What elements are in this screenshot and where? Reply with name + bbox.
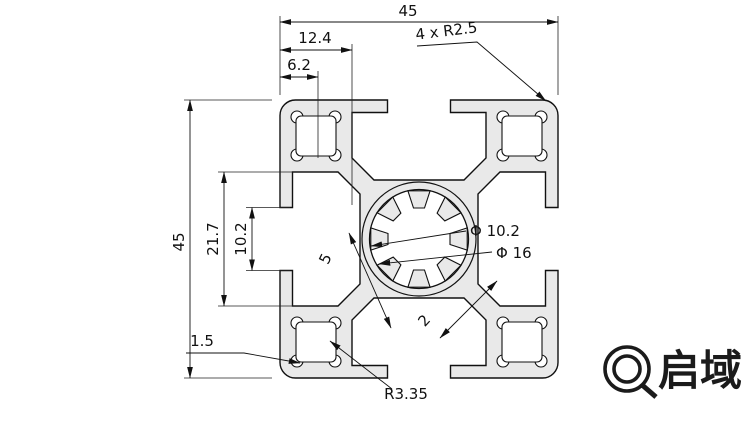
dim-overall-width-label: 45 [398,2,417,20]
corner-channel-top-left [290,110,342,162]
dim-fillet-radius: R3.35 [329,340,428,403]
corner-channel-top-right [496,110,548,162]
dim-web-thickness-label: 5 [315,251,335,267]
dim-wall-thickness-label: 2 [414,311,434,330]
corner-channel-bottom-right [496,316,548,368]
dim-slot-to-edge-label: 12.4 [298,29,331,47]
dim-center-bore-label: Φ 10.2 [470,222,520,240]
dim-cavity-width-label: 21.7 [204,222,222,255]
corner-channel-bottom-left [290,316,342,368]
q-mark-icon [603,345,658,399]
note-corner-radius: 4 x R2.5 [414,18,547,102]
dim-slot-to-edge: 12.4 [279,29,353,205]
dim-overall-height-label: 45 [170,232,188,251]
dim-hole-to-edge: 6.2 [279,56,319,158]
dim-overall-height: 45 [170,99,272,379]
dim-fillet-radius-label: R3.35 [384,385,428,403]
dim-hole-to-edge-label: 6.2 [287,56,311,74]
dim-cavity-width: 21.7 [204,171,336,307]
brand-name: 启域 [658,346,742,395]
dim-lip-thickness-label: 1.5 [190,332,214,350]
dim-slot-opening: 10.2 [232,207,290,271]
dim-spline-outer-label: Φ 16 [496,244,532,262]
dim-lip-thickness: 1.5 [186,332,301,364]
brand-logo: 启域 [603,345,742,399]
dim-overall-width: 45 [279,2,559,95]
dim-slot-opening-label: 10.2 [232,222,250,255]
dim-spline-outer: Φ 16 [378,244,532,266]
